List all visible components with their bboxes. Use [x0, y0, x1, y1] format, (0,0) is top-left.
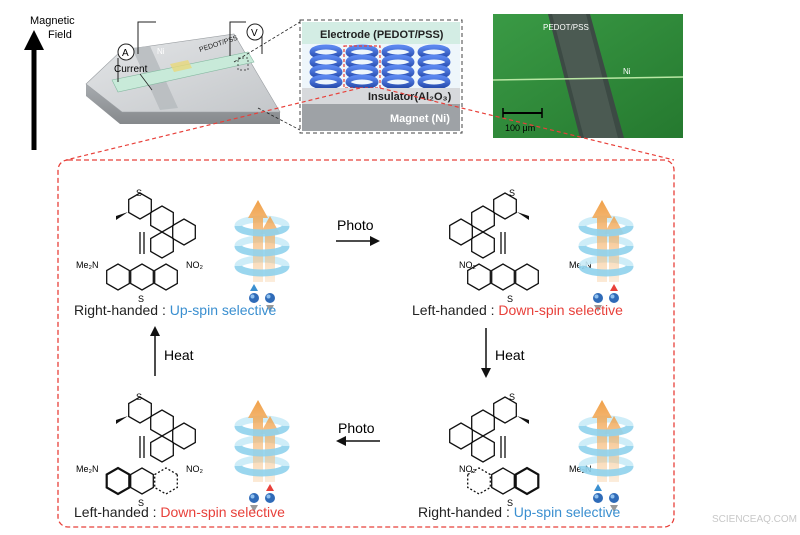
spin-up-arrow	[248, 400, 268, 482]
cross-section-panel: Electrode (PEDOT/PSS) Insulator(Al₂O₃) M…	[299, 19, 463, 134]
state-caption-4: Left-handed : Down-spin selective	[74, 504, 285, 520]
state-caption-2: Left-handed : Down-spin selective	[412, 302, 623, 318]
selectivity-label: Down-spin selective	[498, 302, 623, 318]
spin-helix	[578, 200, 634, 312]
ammeter-symbol	[117, 43, 135, 61]
ni-line	[492, 76, 684, 81]
caption-separator: :	[149, 504, 161, 520]
current-label: Current	[114, 64, 148, 75]
insulator-layer	[302, 88, 460, 104]
caption-separator: :	[502, 504, 514, 520]
molecule-structure: S S Me₂N NO₂	[76, 392, 204, 508]
spin-up-arrow	[248, 200, 268, 282]
electrode-label: Electrode (PEDOT/PSS)	[320, 29, 444, 41]
cycle-state-4: S S Me₂N NO₂ Left-handed : Down-spin selecti…	[74, 392, 290, 520]
cycle-arrows: Photo Heat Photo Heat	[150, 217, 525, 446]
cycle-state-1: S S Me₂N NO₂ Right-handed : Up-spin selectiv…	[74, 188, 290, 318]
handedness-label: Left-handed	[412, 302, 487, 318]
magnet-label: Magnet (Ni)	[390, 113, 450, 125]
nitro-label: NO₂	[459, 464, 477, 474]
caption-separator: :	[158, 302, 170, 318]
cycle-frame	[57, 159, 675, 528]
spin-helix	[234, 200, 290, 312]
handedness-label: Left-handed	[74, 504, 149, 520]
magnetic-field-label-2: Field	[48, 29, 72, 41]
sulfur-label-bottom: S	[507, 498, 513, 508]
nitro-label: NO₂	[186, 464, 204, 474]
sulfur-label-bottom: S	[138, 294, 144, 304]
watermark: SCIENCEAQ.COM	[712, 514, 797, 525]
handedness-label: Right-handed	[418, 504, 502, 520]
bottom-photo-label: Photo	[338, 420, 375, 436]
magnet-layer	[302, 104, 460, 131]
micrograph-panel: PEDOT/PSS Ni 100 μm	[492, 14, 684, 138]
selectivity-label: Up-spin selective	[514, 504, 621, 520]
electrode-layer	[302, 22, 460, 44]
voltmeter-symbol	[246, 23, 264, 41]
spin-up-arrow	[592, 400, 612, 482]
selectivity-label: Up-spin selective	[170, 302, 277, 318]
magnetic-field-label-1: Magnetic	[30, 15, 75, 27]
sulfur-label-bottom: S	[138, 498, 144, 508]
handedness-label: Right-handed	[74, 302, 158, 318]
state-caption-3: Right-handed : Up-spin selective	[418, 504, 621, 520]
right-heat-label: Heat	[495, 347, 525, 363]
spin-helix	[578, 400, 634, 512]
insulator-label: Insulator(Al₂O₃)	[368, 91, 452, 103]
spring-molecule	[345, 44, 379, 90]
electron-spin-icon	[249, 493, 259, 503]
scale-bar-label: 100 μm	[505, 123, 535, 133]
sulfur-label-bottom: S	[507, 294, 513, 304]
ammeter-label: A	[122, 48, 129, 59]
sulfur-label-top: S	[509, 392, 515, 402]
spring-molecule	[417, 44, 451, 90]
helical-molecule-springs	[309, 44, 451, 90]
voltmeter-label: V	[251, 28, 258, 39]
molecule-structure: S S Me₂N NO₂	[76, 188, 204, 304]
micrograph-ni-label: Ni	[623, 67, 631, 76]
nitro-label: NO₂	[459, 260, 477, 270]
nitro-label: NO₂	[186, 260, 204, 270]
spin-up-arrow	[592, 200, 612, 282]
amine-label: Me₂N	[76, 260, 99, 270]
top-photo-label: Photo	[337, 217, 374, 233]
pedot-strip	[111, 51, 255, 93]
left-heat-label: Heat	[164, 347, 194, 363]
state-caption-1: Right-handed : Up-spin selective	[74, 302, 277, 318]
sulfur-label-top: S	[136, 392, 142, 402]
sulfur-label-top: S	[136, 188, 142, 198]
spring-molecule	[381, 44, 415, 90]
magnet-plate-side	[86, 84, 280, 124]
ni-strip-label: Ni	[157, 47, 165, 56]
amine-label: Me₂N	[76, 464, 99, 474]
electron-spin-icon	[265, 493, 275, 503]
electron-spin-icon	[593, 493, 603, 503]
sulfur-label-top: S	[509, 188, 515, 198]
electron-spin-icon	[609, 493, 619, 503]
micrograph-pedot-label: PEDOT/PSS	[543, 23, 589, 32]
spin-helix	[234, 400, 290, 512]
caption-separator: :	[487, 302, 499, 318]
spring-molecule	[309, 44, 343, 90]
selectivity-label: Down-spin selective	[160, 504, 285, 520]
device-schematic: Magnetic Field A V Current Ni PEDOT/PSS	[24, 15, 301, 150]
